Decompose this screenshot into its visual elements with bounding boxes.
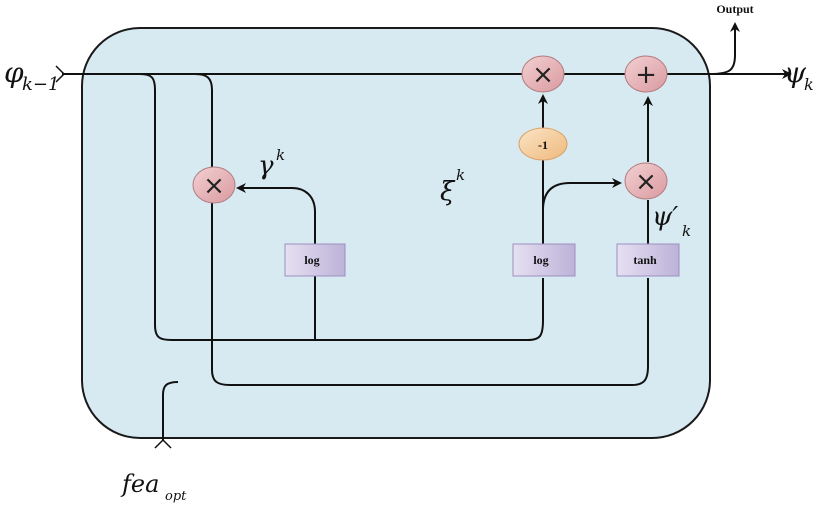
gamma-label: γ k [258, 146, 285, 181]
input-chevron [55, 65, 66, 83]
svg-text:fea: fea [120, 470, 159, 498]
svg-text:×: × [635, 167, 657, 197]
fea-chevron [154, 438, 172, 449]
svg-text:k−1: k−1 [22, 74, 59, 95]
svg-text:-1: -1 [538, 138, 548, 152]
svg-text:φ: φ [4, 56, 24, 89]
mult-right-op: × [624, 162, 668, 200]
mult-top-op: × [521, 55, 565, 93]
svg-text:×: × [203, 171, 225, 201]
xi-label: ξ k [440, 166, 465, 207]
neg-one-op: -1 [518, 127, 568, 161]
cell-body [81, 27, 711, 439]
svg-text:k: k [682, 222, 691, 240]
svg-text:ψ: ψ [784, 56, 807, 89]
input-phi-label: φ k−1 [4, 56, 59, 95]
log-left-box: log [284, 243, 346, 277]
svg-text:opt: opt [165, 489, 187, 504]
psi-prime-label: ψ′ k [652, 202, 691, 240]
output-psi-label: ψ k [784, 56, 814, 94]
log-left-to-mult [236, 183, 316, 340]
loop-left-inner [194, 73, 649, 386]
svg-text:k: k [456, 166, 465, 184]
svg-text:tanh: tanh [633, 253, 657, 267]
svg-text:ξ: ξ [440, 177, 456, 207]
loop-left-outer [139, 73, 544, 341]
svg-text:k: k [276, 146, 285, 164]
output-branch [709, 22, 740, 75]
svg-text:ψ′: ψ′ [652, 202, 678, 232]
plus-op: + [624, 55, 668, 93]
fea-opt-label: fea opt [120, 470, 187, 504]
svg-text:γ: γ [258, 151, 274, 181]
log-right-box: log [512, 243, 576, 277]
svg-text:log: log [533, 253, 548, 267]
fea-input-line [162, 381, 179, 440]
log-right-to-mult-right [542, 178, 622, 211]
svg-text:k: k [804, 75, 814, 94]
svg-text:+: + [635, 60, 657, 90]
tanh-box: tanh [616, 243, 680, 277]
svg-text:×: × [532, 60, 554, 90]
output-label: Output [716, 2, 753, 16]
mult-left-op: × [192, 166, 236, 204]
svg-text:log: log [304, 253, 319, 267]
